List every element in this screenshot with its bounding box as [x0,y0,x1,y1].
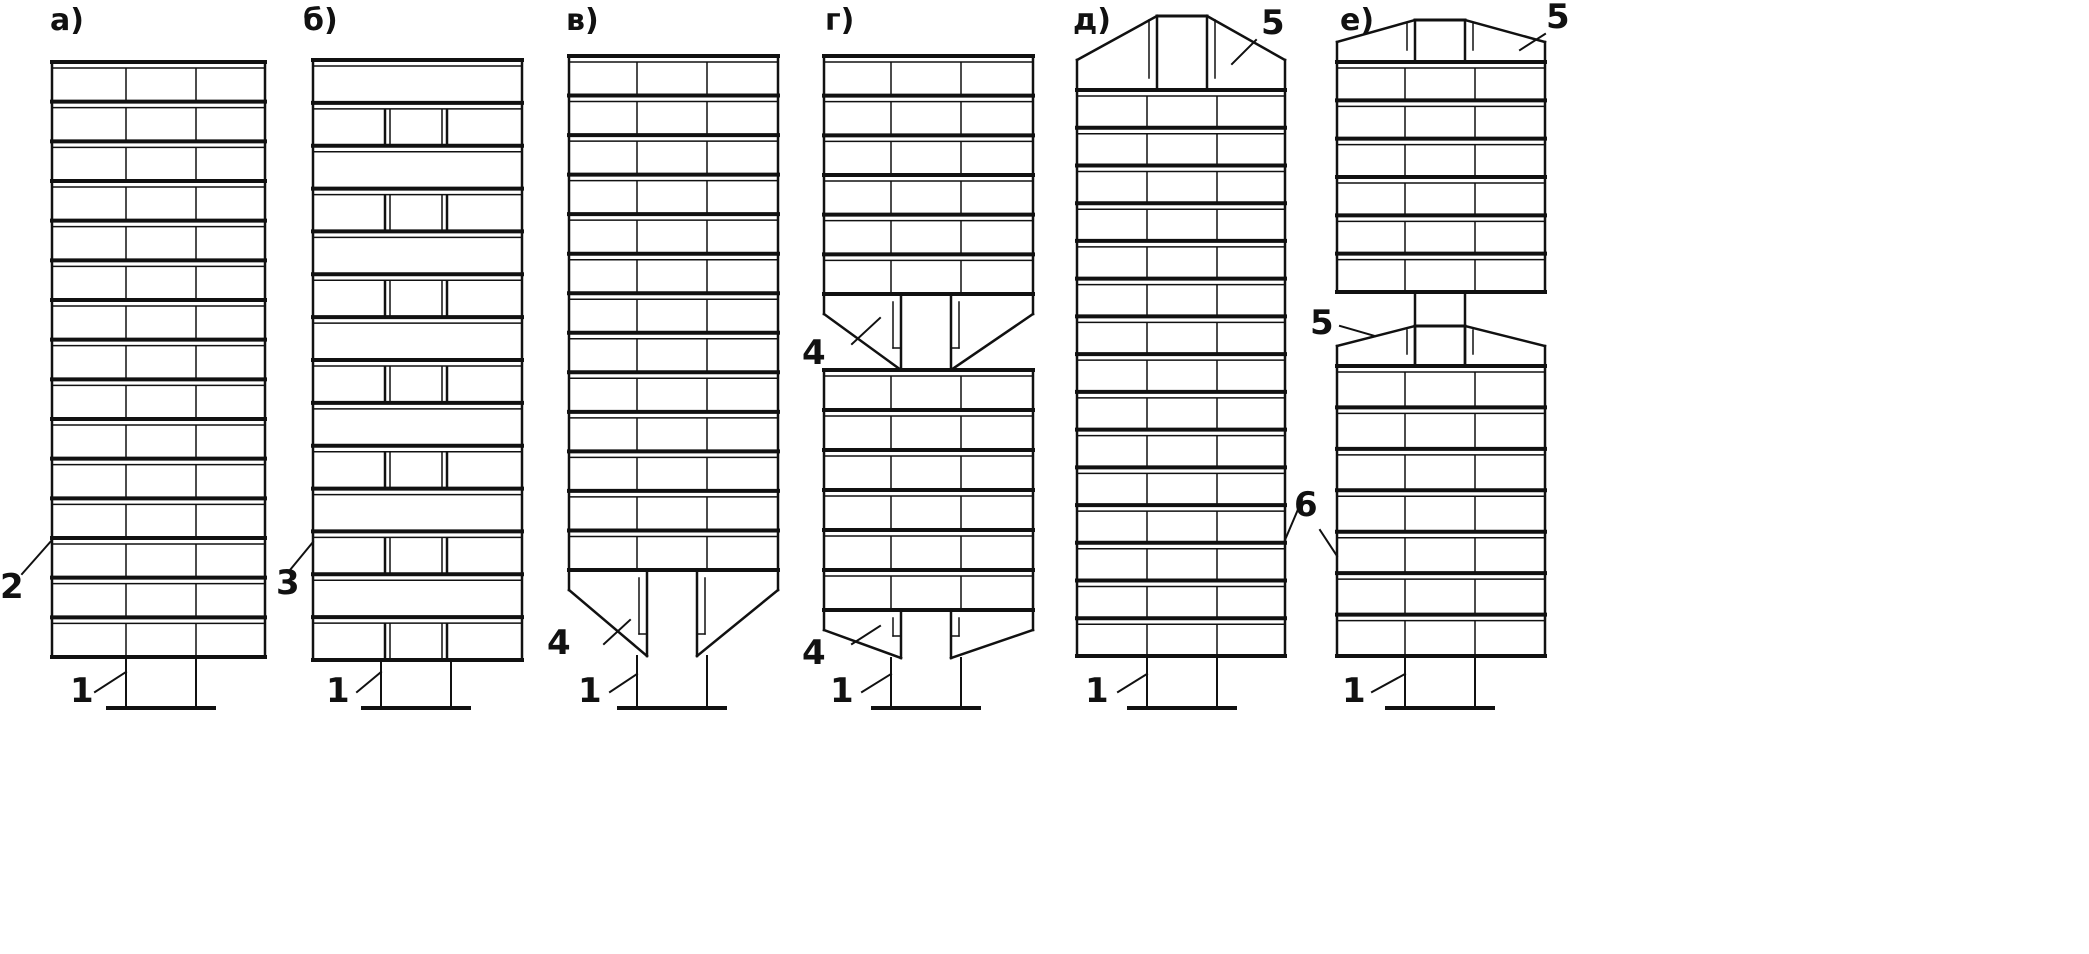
leader-1 [93,670,128,694]
leader-1 [860,672,893,694]
panel-letter: а) [50,3,84,38]
panel-letter: г) [825,3,854,38]
panel-letter: в) [566,3,599,38]
label-4-upper: 4 [802,333,826,373]
leader-5-top [1518,32,1547,52]
panel-g: г)441 [802,3,1035,711]
console-5-top-slope [1463,18,1547,44]
console-4-slope [567,588,649,658]
label-1: 1 [70,671,94,711]
leader-1 [608,672,639,694]
label-4: 4 [547,623,571,663]
leader-2 [20,538,54,576]
label-3: 3 [276,563,300,603]
console-4-slope [695,588,780,658]
label-6: 6 [1294,485,1318,525]
leader-3 [288,540,315,572]
leader-5 [1230,38,1258,66]
label-1: 1 [830,671,854,711]
leader-4-upper [850,316,882,346]
panel-b: б) 1 3 [276,3,524,711]
leader-4-lower [850,624,882,646]
console-5-slope [1205,14,1287,62]
console-4-lower-slope [822,628,903,660]
label-5-top: 5 [1546,0,1570,37]
console-5-middle-slope [1463,324,1547,348]
leader-4 [602,618,632,646]
label-5-middle: 5 [1310,303,1334,343]
label-1: 1 [578,671,602,711]
console-4-lower-slope [949,628,1035,660]
label-1: 1 [1085,671,1109,711]
leader-6 [1283,498,1304,542]
leader-1 [1116,672,1149,694]
panel-d: д) 5 6 1 [1073,3,1318,711]
panel-v: в) 41 [547,3,780,711]
panel-letter: д) [1073,3,1111,38]
panel-letter: б) [303,3,338,38]
console-5-top-slope [1335,18,1417,44]
label-4-lower: 4 [802,633,826,673]
label-5: 5 [1261,3,1285,43]
label-2: 2 [0,567,24,607]
label-1: 1 [326,671,350,711]
leader-6 [1318,528,1339,558]
leader-5-middle [1338,324,1377,338]
label-1: 1 [1342,671,1366,711]
leader-1 [1370,672,1407,694]
console-5-slope [1075,14,1159,62]
console-4-upper-slope [822,312,903,372]
leader-1 [355,670,383,694]
console-4-upper-slope [949,312,1035,372]
panel-a: а) 1 2 [0,3,267,711]
panel-e: е)551 [1310,0,1570,711]
